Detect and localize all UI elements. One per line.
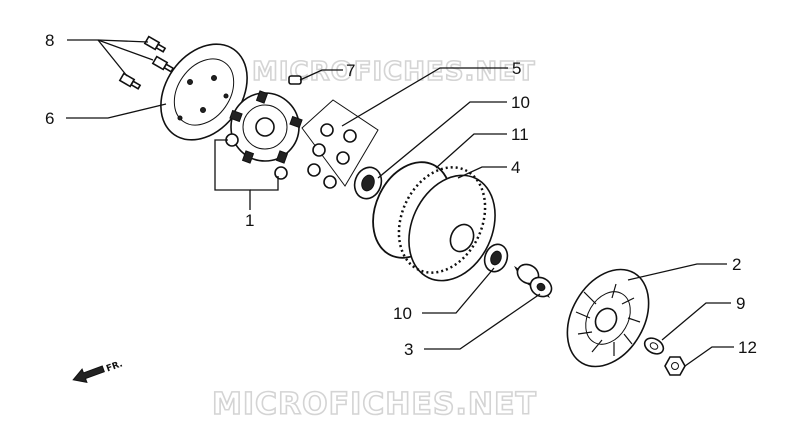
callout-labels: 8 7 5 10 6 11 4 1 2 9 10 12 3 (45, 31, 757, 359)
roller-set-part (301, 99, 379, 189)
callout-4: 4 (511, 158, 520, 177)
callout-2: 2 (732, 255, 741, 274)
leader-lines (66, 39, 734, 367)
bolt-part-group (118, 35, 175, 90)
washer-part (643, 337, 665, 355)
clip-part (288, 75, 302, 85)
callout-10-upper: 10 (511, 93, 530, 112)
callout-7: 7 (346, 61, 355, 80)
direction-label: FR. (105, 359, 124, 374)
callout-12: 12 (738, 338, 757, 357)
bolt-2 (151, 55, 175, 73)
front-direction-arrow-icon: FR. (72, 359, 124, 383)
seal-ring-upper-part (353, 166, 383, 200)
callout-6: 6 (45, 109, 54, 128)
bolt-3 (118, 72, 142, 90)
nut-part (664, 356, 686, 376)
variator-pulley-part (397, 166, 496, 282)
bushing-part (514, 263, 553, 299)
seal-ring-lower-part (483, 243, 509, 273)
ramp-plate-part (229, 90, 303, 164)
callout-3: 3 (404, 340, 413, 359)
bolt-1 (143, 35, 167, 53)
watermark-bottom: MICROFICHES.NET (212, 387, 537, 422)
callout-8: 8 (45, 31, 54, 50)
callout-9: 9 (736, 294, 745, 313)
callout-1: 1 (245, 211, 254, 230)
callout-5: 5 (512, 59, 521, 78)
callout-10-lower: 10 (393, 304, 412, 323)
callout-11: 11 (511, 125, 529, 144)
fan-pulley-part (566, 268, 650, 368)
